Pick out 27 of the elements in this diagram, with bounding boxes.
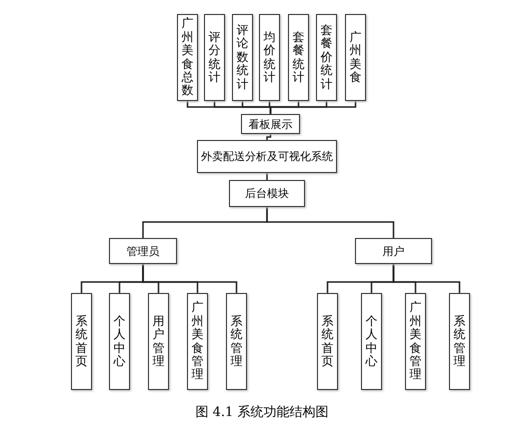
module-box: 广州美食 bbox=[345, 14, 366, 101]
module-box: 广州美食管理 bbox=[405, 293, 426, 390]
module-box: 评分统计 bbox=[204, 14, 225, 101]
module-box: 个人中心 bbox=[109, 293, 130, 390]
connector-line bbox=[266, 173, 268, 180]
module-box: 套餐价统计 bbox=[316, 14, 337, 101]
module-box: 广州美食管理 bbox=[187, 293, 208, 390]
process-box: 外卖配送分析及可视化系统 bbox=[197, 140, 337, 173]
process-box: 用户 bbox=[355, 238, 432, 264]
module-box: 套餐统计 bbox=[288, 14, 309, 101]
connector-line bbox=[392, 264, 460, 293]
module-box: 用户管理 bbox=[148, 293, 169, 390]
connector-line bbox=[142, 264, 238, 293]
connector-line bbox=[266, 134, 272, 140]
connector-line bbox=[266, 207, 394, 238]
figure-caption: 图 4.1 系统功能结构图 bbox=[196, 405, 328, 420]
module-box: 系统管理 bbox=[226, 293, 247, 390]
process-box: 看板展示 bbox=[241, 114, 300, 134]
module-box: 广州美食总数 bbox=[177, 14, 198, 101]
module-box: 系统首页 bbox=[71, 293, 92, 390]
module-box: 评论数统计 bbox=[232, 14, 253, 101]
module-box: 个人中心 bbox=[361, 293, 382, 390]
module-box: 均价统计 bbox=[259, 14, 280, 101]
process-box: 管理员 bbox=[109, 238, 177, 264]
module-box: 系统管理 bbox=[449, 293, 470, 390]
module-box: 系统首页 bbox=[317, 293, 338, 390]
process-box: 后台模块 bbox=[229, 180, 305, 207]
